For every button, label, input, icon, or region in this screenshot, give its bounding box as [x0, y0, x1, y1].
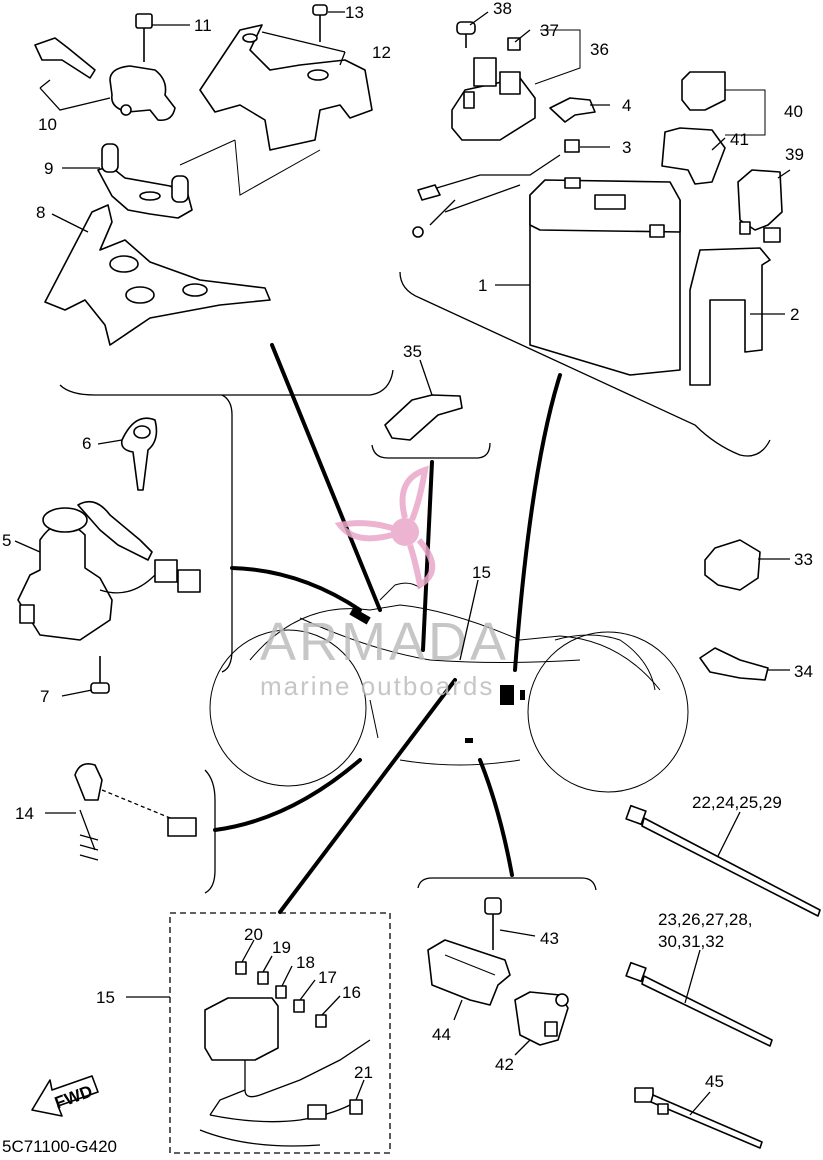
leader-9-12 [179, 139, 236, 166]
bracket-40 [725, 89, 766, 136]
callout-19: 19 [272, 938, 291, 957]
part-9-mount-plate [97, 143, 193, 219]
leader-harness [278, 678, 457, 914]
callout-33: 33 [794, 550, 813, 569]
leader-top-left [270, 343, 382, 612]
leader-left [230, 566, 362, 612]
callout-14: 14 [15, 804, 34, 823]
bracket-36 [534, 29, 581, 85]
part-5-main-switch [17, 500, 201, 641]
atv-silhouette [209, 582, 689, 793]
callout-6: 6 [82, 434, 91, 453]
callout-42: 42 [495, 1055, 514, 1074]
callout-45: 45 [705, 1072, 724, 1091]
leader-battery [513, 373, 562, 672]
part-44-cover [427, 939, 511, 1006]
callout-39: 39 [785, 145, 804, 164]
top-left-group-bracket [59, 369, 394, 396]
harness-inset-frame [169, 912, 391, 1154]
callout-9: 9 [44, 159, 53, 178]
callout-18: 18 [296, 953, 315, 972]
callout-15-top: 15 [472, 563, 491, 582]
part-38-bolt [456, 21, 476, 48]
callout-8: 8 [36, 203, 45, 222]
part-14-neutral-switch [74, 762, 197, 861]
left-lower-bracket [204, 769, 216, 894]
part-36-starter-relay [451, 57, 536, 141]
part-45-cable-tie [634, 1087, 763, 1149]
callout-11: 11 [194, 16, 212, 35]
callout-43: 43 [540, 929, 559, 948]
part-6-key [120, 417, 158, 491]
callout-5: 5 [2, 531, 11, 550]
propeller-logo-icon [334, 465, 436, 590]
callout-2: 2 [790, 305, 799, 324]
part-7-bolt [90, 656, 110, 694]
leader-lower-left [213, 758, 362, 832]
center-top-bracket [371, 442, 491, 459]
leader-zigzag-12 [234, 139, 321, 196]
watermark-tagline: marine outboards [260, 671, 494, 701]
part-2-battery-band [689, 247, 771, 386]
bottom-right-bracket [417, 877, 597, 891]
callout-34: 34 [794, 662, 813, 681]
callout-17: 17 [318, 968, 337, 987]
part-35-clamp [384, 394, 463, 441]
callout-22-24-25-29: 22,24,25,29 [692, 793, 782, 812]
callout-21: 21 [354, 1063, 373, 1082]
part-41-relay-holder [661, 127, 726, 185]
callout-35: 35 [403, 342, 422, 361]
part-12-bracket-cover [199, 24, 373, 151]
part-11-bolt [135, 13, 153, 62]
part-3-battery-cable [412, 139, 580, 238]
fwd-arrow-icon: FWD [31, 1075, 99, 1117]
svg-text:FWD: FWD [52, 1082, 95, 1113]
part-1-battery [529, 177, 681, 376]
part-4-clip [549, 97, 596, 123]
callout-30-31-32: 30,31,32 [658, 932, 724, 951]
callout-12: 12 [372, 43, 391, 62]
part-42-sensor [514, 991, 569, 1046]
callout-4: 4 [622, 96, 631, 115]
part-10-key-switch [34, 37, 176, 122]
callout-23-26-27-28: 23,26,27,28, [658, 910, 753, 929]
left-group-bracket [221, 394, 233, 673]
part-8-handlebar-cover [44, 204, 271, 346]
callout-36: 36 [590, 40, 609, 59]
part-13-screw [312, 4, 328, 42]
callout-44: 44 [432, 1025, 451, 1044]
top-right-group-bracket [399, 271, 771, 457]
callout-38: 38 [493, 0, 512, 18]
callout-16: 16 [342, 983, 361, 1002]
part-23-cable-tie [625, 961, 773, 1047]
part-15-harness [199, 997, 371, 1147]
callout-1: 1 [478, 276, 487, 295]
fuses-16-20 [235, 961, 327, 1028]
part-34-clip [699, 647, 769, 681]
callout-40: 40 [784, 102, 803, 121]
callout-15-inset: 15 [96, 988, 115, 1007]
callout-labels: 1 2 3 4 5 6 7 8 9 10 11 12 13 14 15 15 1… [2, 0, 813, 1091]
part-43-bolt [484, 897, 502, 950]
part-40-relay [681, 71, 726, 111]
callout-13: 13 [345, 3, 364, 22]
watermark-brand: ARMADA [260, 612, 509, 672]
watermark: ARMADA marine outboards [260, 465, 509, 701]
callout-41: 41 [730, 130, 749, 149]
callout-37: 37 [540, 21, 559, 40]
callout-20: 20 [244, 925, 263, 944]
leader-right-bottom [478, 758, 514, 877]
part-39-relay [737, 169, 783, 243]
callout-7: 7 [40, 687, 49, 706]
callout-10: 10 [38, 115, 57, 134]
label-leaders [14, 11, 791, 1116]
callout-3: 3 [622, 138, 631, 157]
drawing-code: 5C71100-G420 [2, 1137, 117, 1156]
part-22-cable-tie [625, 804, 821, 917]
part-33-clip [704, 539, 761, 591]
